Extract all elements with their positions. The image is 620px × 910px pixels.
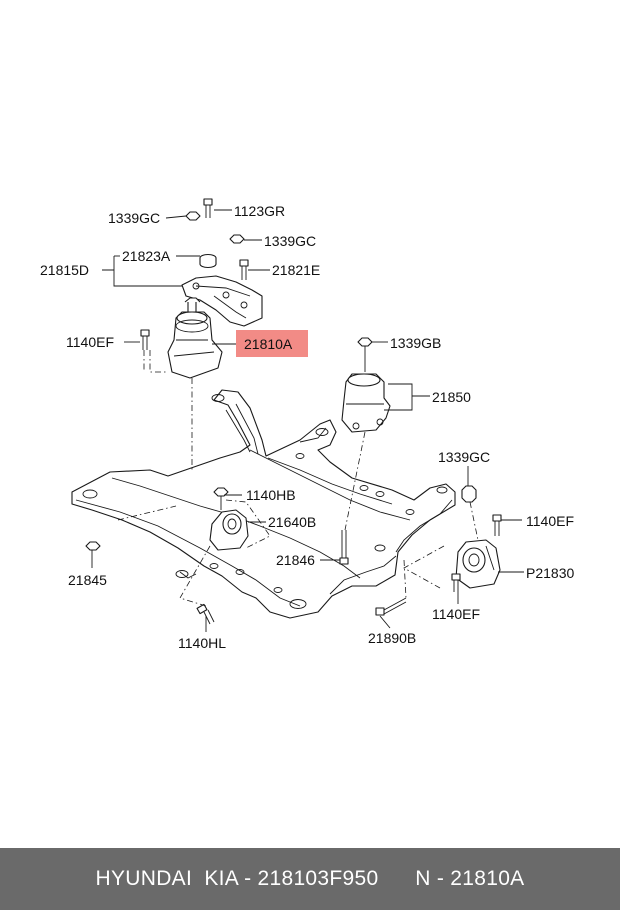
label-1339gc-b: 1339GC [264, 233, 316, 249]
nut-1339gc-b [229, 234, 245, 244]
nut-21845 [85, 541, 101, 551]
front-subframe [71, 389, 456, 619]
spacer-21823a [199, 253, 217, 269]
label-1140hb: 1140HB [246, 487, 296, 503]
label-21823a: 21823A [122, 248, 171, 264]
label-21640b: 21640B [268, 514, 316, 530]
label-1339gc-c: 1339GC [438, 449, 490, 465]
label-1339gb: 1339GB [390, 335, 441, 351]
bolt-21821e [239, 259, 249, 280]
bolt-1140ef-a [140, 329, 150, 350]
mount-p21830 [455, 539, 501, 589]
label-1123gr: 1123GR [234, 203, 285, 219]
label-1140ef-a: 1140EF [66, 334, 114, 350]
label-21890b: 21890B [368, 630, 416, 646]
bolt-1140ef-c [451, 573, 461, 592]
nut-1339gc-c [461, 485, 477, 503]
label-p21830: P21830 [526, 565, 574, 581]
label-1339gc-a: 1339GC [108, 210, 160, 226]
mount-21640b [209, 487, 249, 551]
label-21846: 21846 [276, 552, 315, 568]
engine-mount-21850 [341, 337, 391, 433]
bolt-21890b [375, 597, 407, 616]
parts-diagram: 1339GC 1123GR 1339GC 21823A 21815D 21821… [40, 198, 574, 651]
part-labels: 1339GC 1123GR 1339GC 21823A 21815D 21821… [40, 203, 574, 651]
bolt-1140hl [196, 603, 215, 625]
engine-mount-bracket [181, 275, 263, 327]
label-21845: 21845 [68, 572, 107, 588]
bolt-21846 [339, 530, 349, 565]
label-1140ef-c: 1140EF [432, 606, 480, 622]
bolt-1140ef-b [492, 514, 502, 536]
footer-text: HYUNDAI KIA - 218103F950 N - 21810A [95, 867, 525, 890]
bolt-1123gr [203, 198, 213, 218]
part-number-footer: HYUNDAI KIA - 218103F950 N - 21810A [0, 848, 620, 910]
label-21821e: 21821E [272, 262, 320, 278]
engine-mount-21810a [167, 297, 223, 379]
nut-1339gc-a [185, 211, 201, 221]
label-21815d: 21815D [40, 262, 89, 278]
leader-lines [91, 209, 524, 632]
label-21810a: 21810A [244, 336, 293, 352]
label-1140ef-b: 1140EF [526, 513, 574, 529]
label-1140hl: 1140HL [178, 635, 226, 651]
label-21850: 21850 [432, 389, 471, 405]
locator-lines [117, 350, 479, 607]
highlight-box-21810a [236, 330, 308, 357]
